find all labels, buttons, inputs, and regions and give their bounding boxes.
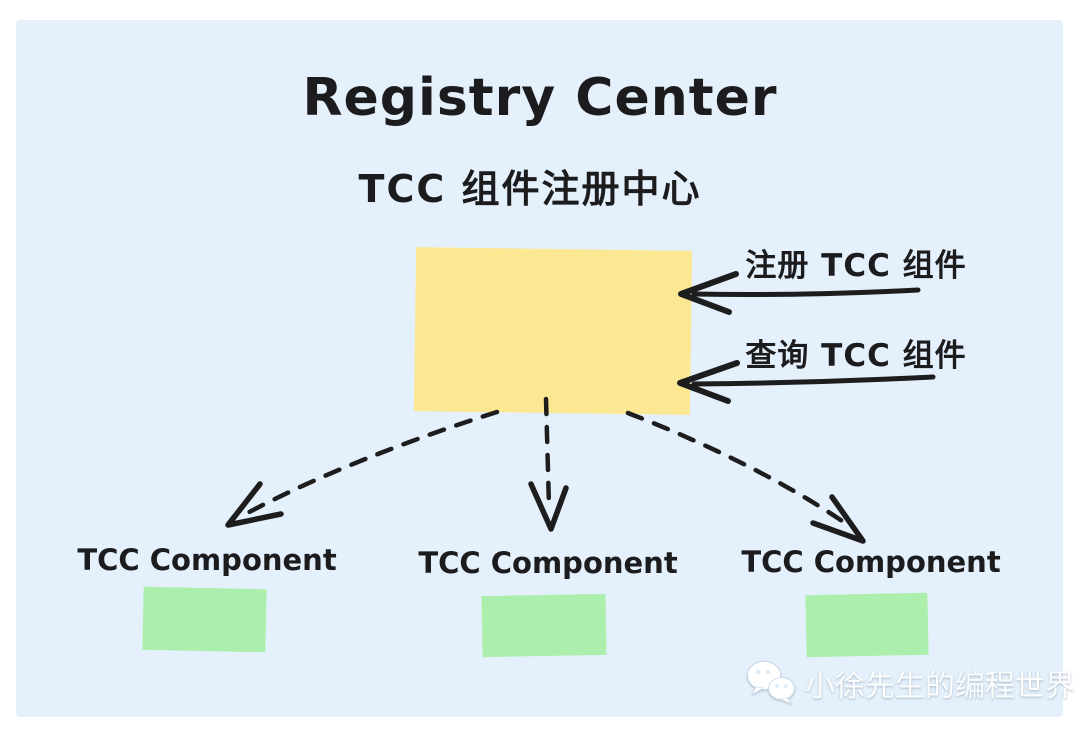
page-title: Registry Center <box>302 68 778 128</box>
wechat-icon <box>747 661 795 705</box>
watermark-text: 小徐先生的编程世界 <box>805 669 1075 704</box>
tcc-component-box-2 <box>481 593 607 658</box>
watermark: 小徐先生的编程世界 <box>744 658 1075 708</box>
tcc-component-label-2: TCC Component <box>418 546 678 580</box>
register-arrow-label: 注册 TCC 组件 <box>745 248 967 284</box>
page-subtitle: TCC 组件注册中心 <box>358 167 702 211</box>
tcc-component-box-3 <box>805 592 929 658</box>
tcc-component-label-1: TCC Component <box>77 543 337 577</box>
query-arrow-label: 查询 TCC 组件 <box>745 338 967 374</box>
tcc-component-label-3: TCC Component <box>741 545 1001 579</box>
tcc-component-box-1 <box>142 586 267 653</box>
registry-center-box <box>413 247 693 415</box>
